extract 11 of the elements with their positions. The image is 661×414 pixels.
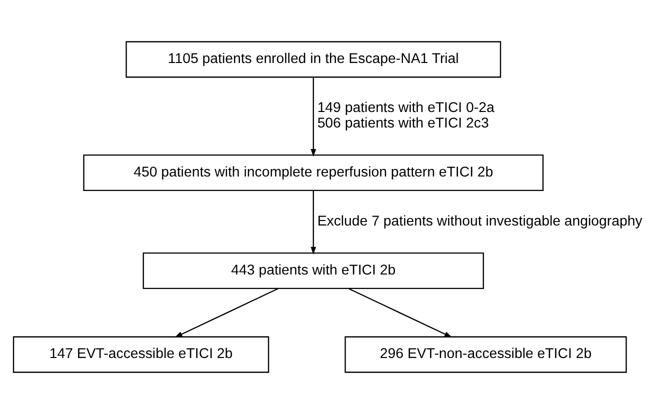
arrow [310,190,316,255]
edge-label: 149 patients with eTICI 0-2a 506 patients with eTICI 2c3 [317,100,494,132]
node-box: 147 EVT-accessible eTICI 2b [12,336,270,373]
arrow [348,288,452,338]
node-box: 443 patients with eTICI 2b [142,252,484,290]
node-box: 296 EVT-non-accessible eTICI 2b [344,336,627,373]
arrow [174,288,278,338]
arrow [310,77,316,157]
node-box: 450 patients with incomplete reperfusion pattern eTICI 2b [83,154,544,192]
node-box: 1105 patients enrolled in the Escape-NA1 Trial [126,41,502,78]
edge-label: Exclude 7 patients without investigable angiography [317,213,642,230]
